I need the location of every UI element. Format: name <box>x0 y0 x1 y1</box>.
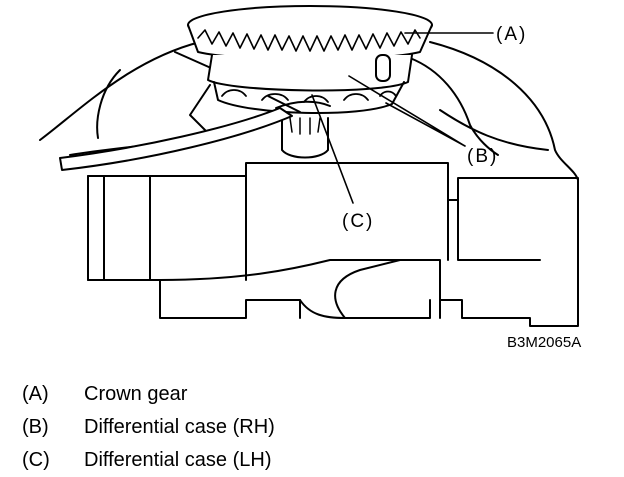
shaft-detail <box>299 199 541 319</box>
figure-code: B3M2065A <box>507 334 581 351</box>
housing-right <box>409 57 549 156</box>
callout-a: (A) <box>496 24 527 45</box>
legend-key: (C) <box>22 449 50 471</box>
diff-case-slot <box>375 54 391 82</box>
crown-gear-teeth <box>197 29 421 52</box>
legend-label: Differential case (RH) <box>84 416 275 438</box>
shaft-lower-flange <box>159 259 431 319</box>
shaft-body <box>87 162 579 327</box>
diff-case-lower <box>213 81 405 115</box>
legend-row-a: (A) Crown gear <box>22 378 275 411</box>
legend-row-c: (C) Differential case (LH) <box>22 444 275 477</box>
legend-row-b: (B) Differential case (RH) <box>22 411 275 444</box>
legend: (A) Crown gear (B) Differential case (RH… <box>22 378 275 477</box>
diff-case-body <box>207 54 413 92</box>
diff-case-bolts <box>221 89 397 103</box>
bearing-ridges <box>289 117 321 135</box>
callout-b: (B) <box>467 146 498 167</box>
shaft-left-end <box>87 175 247 281</box>
legend-label: Differential case (LH) <box>84 449 272 471</box>
legend-key: (B) <box>22 416 49 438</box>
legend-label: Crown gear <box>84 383 188 405</box>
legend-key: (A) <box>22 383 49 405</box>
tool-tip <box>267 95 331 113</box>
tool-bar <box>59 107 293 171</box>
housing-left <box>96 51 221 139</box>
bearing-stem <box>281 117 329 159</box>
callout-c: (C) <box>342 211 374 232</box>
leader-line-b <box>348 75 466 147</box>
leader-line-c <box>311 94 354 204</box>
